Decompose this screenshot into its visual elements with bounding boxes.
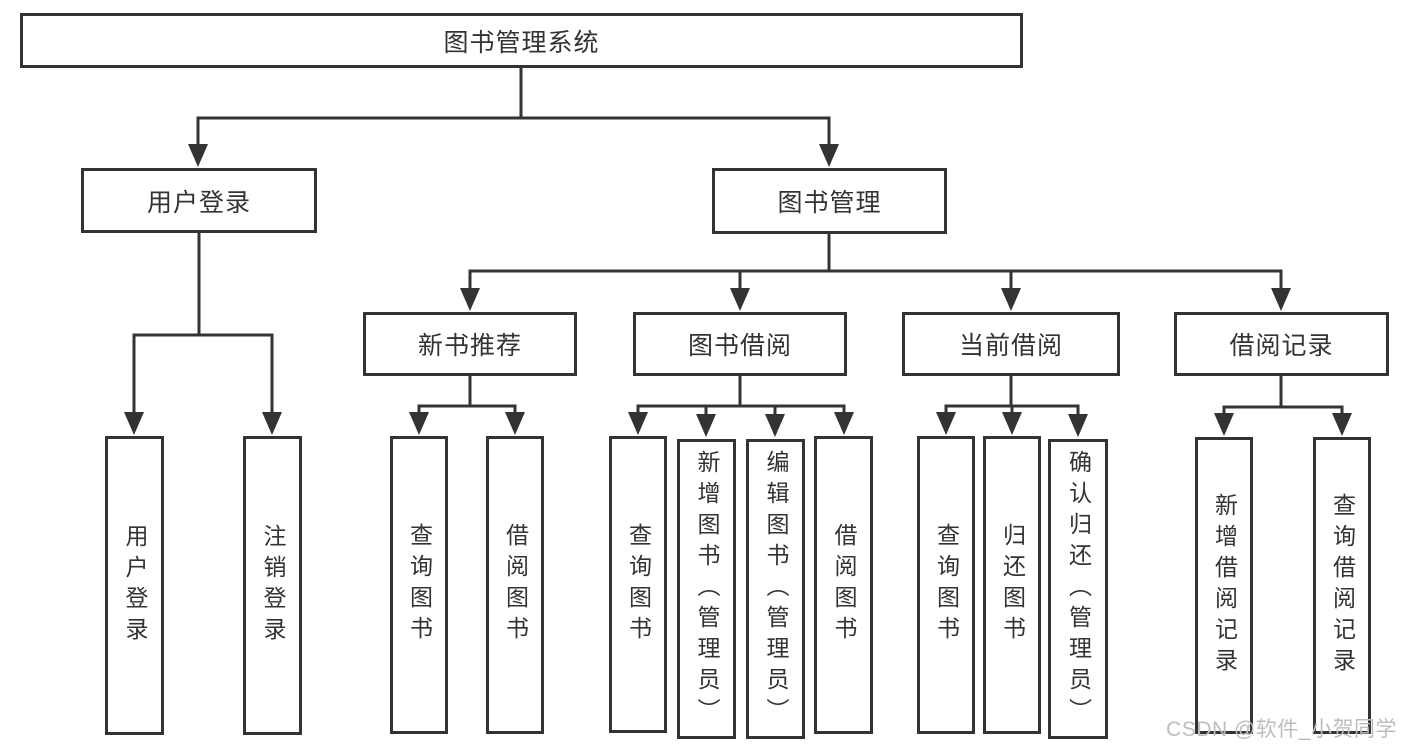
leaf-edit-book-admin: 编辑图书（管理员） <box>746 439 805 739</box>
node-label: 用户登录 <box>122 523 148 648</box>
csdn-watermark: CSDN @软件_小贺同学 <box>1166 718 1397 741</box>
node-current-borrow: 当前借阅 <box>902 312 1120 376</box>
node-label: 借阅图书 <box>831 523 857 647</box>
node-label: 查询借阅记录 <box>1329 492 1356 679</box>
arrow-down-icon <box>936 412 956 435</box>
node-book-management: 图书管理 <box>712 168 947 234</box>
node-label: 新增图书（管理员） <box>694 449 720 729</box>
node-new-book-recommend: 新书推荐 <box>363 312 577 376</box>
leaf-add-book-admin: 新增图书（管理员） <box>677 439 736 739</box>
arrow-down-icon <box>262 412 282 435</box>
arrow-down-icon <box>1271 288 1291 311</box>
arrow-down-icon <box>765 414 785 437</box>
node-label: 新增借阅记录 <box>1211 492 1238 679</box>
leaf-query-book-1: 查询图书 <box>390 436 448 734</box>
arrow-down-icon <box>819 144 839 167</box>
node-label: 注销登录 <box>260 523 286 648</box>
node-borrow-records: 借阅记录 <box>1174 312 1389 376</box>
node-label: 图书管理系统 <box>443 28 600 57</box>
node-user-login: 用户登录 <box>81 168 317 233</box>
node-label: 借阅记录 <box>1229 332 1334 360</box>
arrow-down-icon <box>1332 413 1352 436</box>
node-label: 图书借阅 <box>687 332 792 360</box>
leaf-confirm-return-admin: 确认归还（管理员） <box>1048 439 1108 739</box>
leaf-return-book: 归还图书 <box>983 436 1041 734</box>
arrow-down-icon <box>1068 414 1088 437</box>
node-label: 确认归还（管理员） <box>1065 449 1092 729</box>
arrow-down-icon <box>696 414 716 437</box>
node-label: 当前借阅 <box>958 332 1063 360</box>
arrow-down-icon <box>505 412 525 435</box>
node-label: 新书推荐 <box>417 332 522 360</box>
node-label: 用户登录 <box>146 188 251 217</box>
arrow-down-icon <box>628 412 648 435</box>
node-book-borrow: 图书借阅 <box>633 312 847 376</box>
arrow-down-icon <box>1002 412 1022 435</box>
arrow-down-icon <box>409 412 429 435</box>
node-label: 查询图书 <box>406 523 433 647</box>
arrow-down-icon <box>1001 288 1021 311</box>
arrow-down-icon <box>124 412 144 435</box>
arrow-down-icon <box>460 288 480 311</box>
node-label: 图书管理 <box>777 189 882 217</box>
node-label: 查询图书 <box>933 523 960 647</box>
leaf-user-login: 用户登录 <box>105 436 164 735</box>
leaf-query-borrow-record: 查询借阅记录 <box>1313 437 1371 734</box>
node-label: 编辑图书（管理员） <box>763 449 789 729</box>
arrow-down-icon <box>730 288 750 311</box>
leaf-borrow-book-1: 借阅图书 <box>486 436 544 734</box>
arrowhead-icons <box>124 144 1352 437</box>
arrow-down-icon <box>188 144 208 167</box>
node-label: 归还图书 <box>999 523 1026 647</box>
node-label: 查询图书 <box>625 522 652 647</box>
leaf-add-borrow-record: 新增借阅记录 <box>1195 437 1253 734</box>
arrow-down-icon <box>1214 413 1234 436</box>
leaf-query-book-3: 查询图书 <box>917 436 975 734</box>
arrow-down-icon <box>834 412 854 435</box>
leaf-logout: 注销登录 <box>243 436 302 735</box>
node-label: 借阅图书 <box>502 523 529 647</box>
node-root-library-system: 图书管理系统 <box>20 13 1023 68</box>
leaf-query-book-2: 查询图书 <box>609 436 667 733</box>
leaf-borrow-book-2: 借阅图书 <box>814 436 873 734</box>
